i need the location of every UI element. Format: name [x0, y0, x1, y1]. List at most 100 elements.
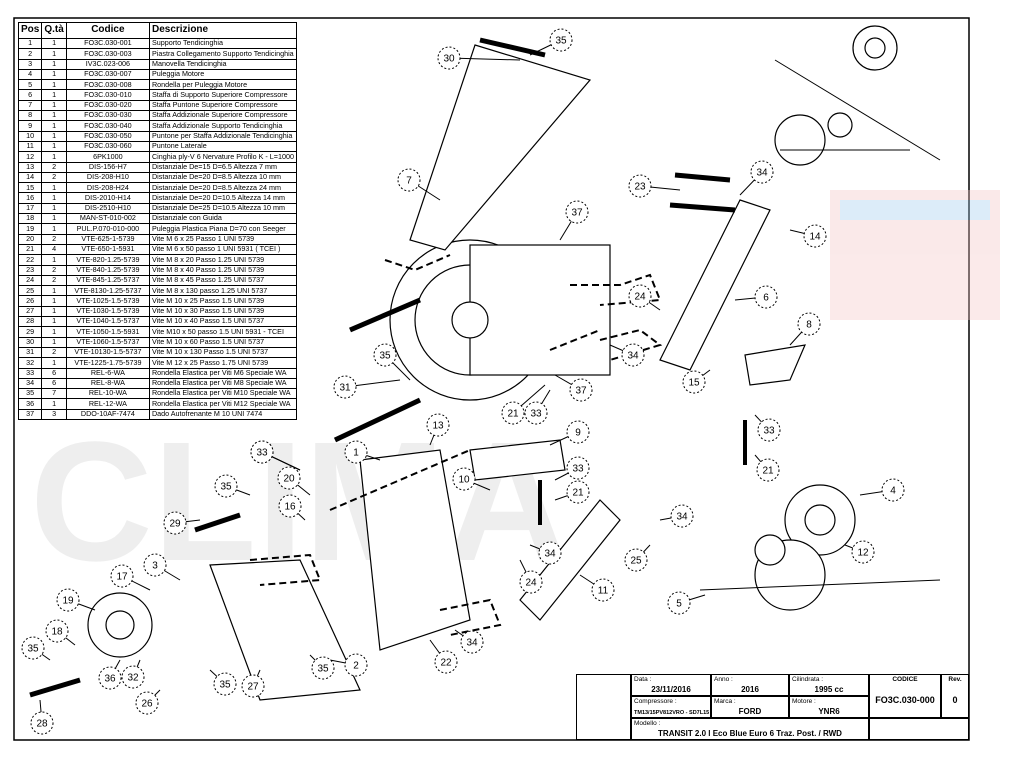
cell-codice: PUL.P.070-010-000	[65, 223, 150, 235]
callout-circle	[344, 440, 368, 464]
cell-descrizione: Puleggia Plastica Piana D=70 con Seeger	[148, 223, 298, 235]
cell-descrizione: Rondella Elastica per Viti M12 Speciale …	[148, 398, 298, 410]
cell-pos: 13	[17, 161, 43, 173]
callout-circle	[45, 619, 69, 643]
cell-codice: VTE-10130-1.5-5737	[65, 346, 150, 359]
anno-label: Anno :	[714, 676, 733, 683]
marca-value: FORD	[738, 707, 762, 716]
cell-codice: VTE-650-1-5931	[65, 243, 150, 256]
codice-value: FO3C.030-000	[875, 695, 935, 705]
callout-2: 2	[329, 653, 368, 677]
callout-number: 35	[555, 36, 567, 47]
callout-leader	[448, 57, 521, 61]
cell-codice: VTE-1060-1.5-5737	[65, 336, 150, 348]
cell-codice: FO3C.030-030	[65, 110, 150, 122]
callout-number: 13	[432, 421, 444, 432]
callout-29: 29	[163, 511, 201, 535]
cell-qta: 2	[41, 346, 67, 359]
callout-5: 5	[667, 591, 706, 615]
callout-number: 35	[27, 644, 39, 655]
codice-label: CODICE	[892, 676, 918, 683]
cell-pos: 29	[17, 326, 43, 338]
callout-number: 15	[688, 378, 700, 389]
callout-7: 7	[397, 168, 441, 201]
cell-descrizione: Puntone per Staffa Addizionale Tendicing…	[148, 130, 298, 142]
cell-pos: 32	[17, 357, 43, 369]
cell-descrizione: Rondella Elastica per Viti M10 Speciale …	[148, 388, 298, 400]
cell-codice: MAN-ST-010-002	[65, 213, 150, 225]
callout-circle	[434, 650, 458, 674]
rev-value: 0	[952, 695, 958, 705]
callout-number: 3	[152, 561, 158, 572]
callout-number: 34	[466, 638, 478, 649]
cell-codice: REL-6-WA	[65, 367, 150, 379]
cell-pos: 6	[17, 89, 43, 101]
callout-circle	[566, 420, 590, 444]
callout-19: 19	[56, 588, 96, 612]
cell-qta: 1	[41, 336, 67, 348]
cell-qta: 1	[41, 99, 67, 112]
cell-qta: 1	[41, 316, 67, 328]
callout-circle	[628, 174, 652, 198]
cell-pos: 30	[17, 336, 43, 348]
cell-descrizione: Vite M 10 x 60 Passo 1.5 UNI 5737	[148, 336, 298, 348]
compressore-label: Compressore :	[634, 698, 677, 705]
cell-descrizione: Distanziale De=20 D=8.5 Altezza 24 mm	[148, 182, 298, 194]
cell-codice: FO3C.030-020	[65, 99, 150, 112]
cell-qta: 1	[41, 130, 67, 142]
callout-35: 35	[309, 654, 335, 680]
cell-pos: 3	[17, 58, 43, 70]
callout-number: 18	[51, 627, 63, 638]
callout-circle	[110, 564, 134, 588]
brackets	[87, 44, 856, 701]
cell-pos: 18	[17, 213, 43, 225]
cell-qta: 2	[41, 264, 67, 276]
callout-number: 33	[763, 426, 775, 437]
callout-circle	[426, 413, 450, 437]
cell-qta: 1	[41, 213, 67, 225]
callout-8: 8	[789, 312, 821, 346]
cell-qta: 2	[41, 171, 67, 184]
cell-qta: 1	[41, 182, 67, 194]
cell-qta: 1	[41, 140, 67, 153]
cell-descrizione: Distanziale De=20 D=10.5 Altezza 14 mm	[148, 192, 298, 204]
cell-codice: VTE-1040-1.5-5737	[65, 316, 150, 328]
cell-codice: VTE-1225-1.75-5739	[65, 357, 150, 369]
modello-cell: Modello : TRANSIT 2.0 l Eco Blue Euro 6 …	[631, 718, 869, 740]
callout-circle	[524, 401, 548, 425]
callout-number: 21	[572, 488, 584, 499]
cell-descrizione: Piastra Collegamento Supporto Tendicingh…	[148, 48, 298, 60]
compressor	[389, 239, 611, 401]
cell-pos: 33	[17, 367, 43, 379]
callout-circle	[750, 160, 774, 184]
callout-number: 35	[379, 351, 391, 362]
cell-pos: 20	[17, 233, 43, 245]
callout-circle	[214, 474, 238, 498]
callout-circle	[333, 375, 357, 399]
cell-descrizione: Vite M 10 x 30 Passo 1.5 UNI 5739	[148, 305, 298, 318]
title-block-blank	[576, 674, 631, 740]
cell-qta: 6	[41, 367, 67, 379]
modello-value: TRANSIT 2.0 l Eco Blue Euro 6 Traz. Post…	[658, 729, 842, 738]
cell-pos: 16	[17, 192, 43, 204]
cell-descrizione: Vite M 10 x 40 Passo 1.5 UNI 5737	[148, 316, 298, 328]
motore-label: Motore :	[792, 698, 816, 705]
cilindrata-value: 1995 cc	[814, 685, 844, 694]
cell-pos: 8	[17, 110, 43, 122]
callout-number: 32	[127, 673, 139, 684]
cell-codice: REL-10-WA	[65, 388, 150, 400]
cell-qta: 1	[41, 202, 67, 215]
callout-circle	[21, 636, 45, 660]
cell-descrizione: Distanziale De=20 D=8.5 Altezza 10 mm	[148, 171, 298, 184]
cell-pos: 26	[17, 295, 43, 307]
callout-circle	[757, 418, 781, 442]
cell-pos: 34	[17, 377, 43, 390]
sheet-border	[13, 17, 970, 741]
